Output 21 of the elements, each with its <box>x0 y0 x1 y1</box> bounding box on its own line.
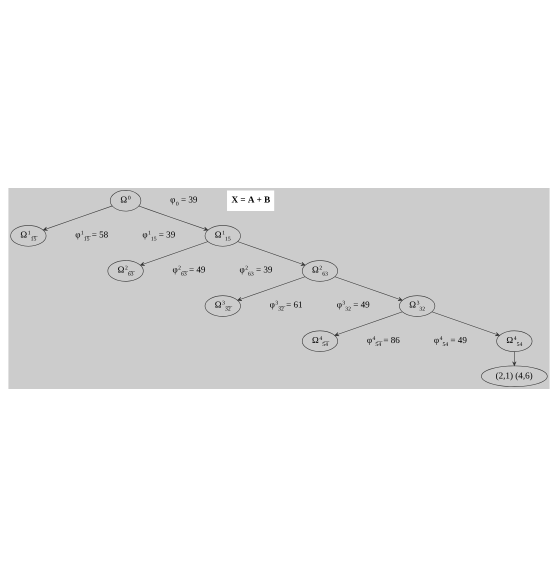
node-label: φ$_{0}$ = 39 <box>170 194 198 208</box>
node-label: φ$^{2}$$_{6̅3̅}$ = 49 <box>172 264 206 278</box>
node-ellipse: Ω$^{0}$ <box>110 190 142 212</box>
arrow <box>432 312 500 336</box>
arrow <box>334 276 403 301</box>
label: X = A + B <box>232 194 270 204</box>
arrow <box>42 206 113 231</box>
node-label: φ$^{3}$$_{32}$ = 49 <box>336 300 370 313</box>
node-label: φ$^{4}$$_{54}$ = 49 <box>434 334 467 348</box>
node-label: φ$^{3}$$_{3̅2̅}$ = 61 <box>270 300 303 313</box>
node-ellipse: (2,1) (4,6) <box>481 366 548 387</box>
node-label: φ$^{2}$$_{63}$ = 39 <box>240 264 272 278</box>
arrow <box>512 351 516 366</box>
arrow <box>237 276 306 301</box>
node-label: φ$^{1}$$_{15}$ = 39 <box>142 229 176 242</box>
arrow <box>237 241 306 266</box>
node-label: φ$^{4}$$_{5̅4̅}$ = 86 <box>366 334 400 348</box>
arrow <box>140 241 208 266</box>
arrow <box>138 206 208 231</box>
node-label: φ$^{1}$$_{1̅5̅}$ = 58 <box>75 229 108 242</box>
arrow <box>334 312 402 336</box>
